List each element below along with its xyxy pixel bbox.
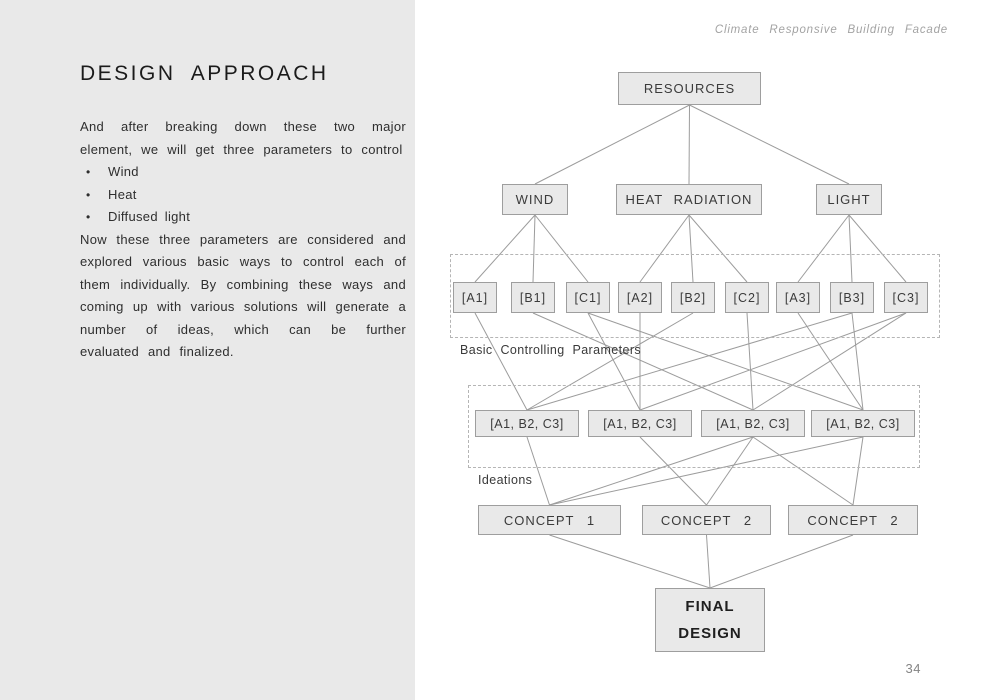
edge-light-a3 bbox=[797, 214, 850, 283]
intro-paragraph: And after breaking down these two major … bbox=[80, 119, 406, 157]
edge-wind-b1 bbox=[532, 214, 536, 283]
list-item-label: Wind bbox=[108, 164, 139, 179]
edge-i3-concept2 bbox=[706, 436, 754, 506]
edge-a3-i4 bbox=[797, 312, 864, 411]
edge-heat-radiation-c2 bbox=[688, 214, 748, 283]
edge-b3-i1 bbox=[526, 312, 853, 411]
edge-i2-concept2 bbox=[639, 436, 707, 506]
left-panel: DESIGN APPROACH And after breaking down … bbox=[0, 0, 415, 700]
edge-c3-i3 bbox=[752, 312, 907, 411]
edge-c1-i4 bbox=[587, 312, 864, 411]
edge-i3-concept1 bbox=[549, 436, 754, 506]
edge-resources-light bbox=[689, 104, 850, 185]
edge-i1-concept1 bbox=[526, 436, 550, 506]
edge-concept3-final bbox=[709, 534, 854, 589]
edge-heat-radiation-a2 bbox=[639, 214, 690, 283]
edge-concept1-final bbox=[549, 534, 711, 589]
edge-resources-wind bbox=[534, 104, 690, 185]
list-item-label: Diffused light bbox=[108, 209, 191, 224]
page-number: 34 bbox=[905, 661, 921, 676]
bullet-icon: • bbox=[86, 210, 91, 224]
edge-b1-i3 bbox=[532, 312, 754, 411]
edge-c3-i2 bbox=[639, 312, 907, 411]
edge-wind-c1 bbox=[534, 214, 589, 283]
edge-b3-i4 bbox=[851, 312, 864, 411]
edge-concept2-final bbox=[706, 534, 711, 589]
page-title: DESIGN APPROACH bbox=[80, 62, 329, 85]
edge-c1-i2 bbox=[587, 312, 641, 411]
edge-b2-i1 bbox=[526, 312, 694, 411]
edge-resources-heat-radiation bbox=[688, 104, 690, 185]
edge-light-b3 bbox=[848, 214, 853, 283]
parameter-list: • Wind • Heat • Diffused light bbox=[80, 161, 406, 229]
edge-heat-radiation-b2 bbox=[688, 214, 694, 283]
edge-a1-i1 bbox=[474, 312, 528, 411]
bullet-icon: • bbox=[86, 187, 91, 202]
bullet-icon: • bbox=[86, 165, 91, 179]
list-item: • Diffused light bbox=[80, 206, 406, 229]
edge-i4-concept3 bbox=[852, 436, 864, 506]
edge-i4-concept1 bbox=[549, 436, 864, 506]
edge-c2-i3 bbox=[746, 312, 754, 411]
edge-i3-concept3 bbox=[752, 436, 854, 506]
edge-wind-a1 bbox=[474, 214, 536, 283]
list-item: • Wind bbox=[80, 161, 406, 184]
document-header: Climate Responsive Building Facade bbox=[714, 24, 948, 36]
edge-light-c3 bbox=[848, 214, 907, 283]
list-item: • Heat bbox=[80, 184, 406, 207]
body-paragraph: Now these three parameters are considere… bbox=[80, 231, 406, 360]
list-item-label: Heat bbox=[108, 186, 137, 202]
left-panel-content: DESIGN APPROACH And after breaking down … bbox=[80, 62, 406, 364]
